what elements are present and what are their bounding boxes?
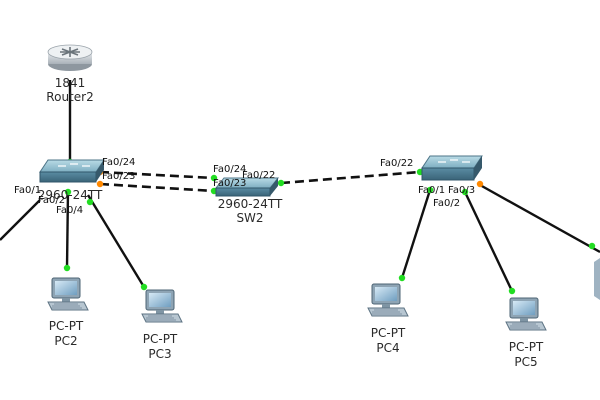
link-sw1-offscreen-left[interactable] (0, 199, 41, 241)
pc2-model-label: PC-PT (49, 319, 84, 333)
router2-name-label: Router2 (46, 90, 93, 104)
pc-icon (505, 297, 547, 331)
pc3-model-label: PC-PT (143, 332, 178, 346)
link-status-dot (86, 198, 94, 206)
port-label: Fa0/23 (213, 178, 246, 189)
link-sw1-sw2-fa23[interactable] (99, 182, 215, 193)
router2-model-label: 1841 (55, 76, 86, 90)
link-status-dot (476, 180, 484, 188)
link-sw1-pc3[interactable] (86, 194, 146, 288)
sw1-device[interactable]: 2960-24TT (38, 159, 105, 202)
pc-icon (47, 277, 89, 311)
link-status-dot (398, 274, 406, 282)
port-label: Fa0/2 (433, 198, 460, 209)
links (0, 80, 600, 292)
port-label: Fa0/22 (380, 158, 413, 169)
switch-icon (39, 159, 105, 183)
sw1-model-label: 2960-24TT (38, 188, 103, 202)
port-label: Fa0/24 (102, 157, 135, 168)
pc5-model-label: PC-PT (509, 340, 544, 354)
pc5-device[interactable]: PC-PT PC5 (505, 297, 547, 369)
link-sw3-offscreen-right[interactable] (479, 183, 600, 254)
link-status-dot (96, 180, 104, 188)
port-label: Fa0/2 (38, 195, 65, 206)
pc3-name-label: PC3 (148, 347, 171, 361)
sw2-name-label: SW2 (236, 211, 263, 225)
pc5-name-label: PC5 (514, 355, 537, 369)
link-sw1-pc2[interactable] (65, 189, 70, 269)
link-status-dot (461, 188, 469, 196)
port-label: Fa0/4 (56, 205, 83, 216)
pc4-device[interactable]: PC-PT PC4 (367, 283, 409, 355)
router-icon (47, 44, 93, 71)
pc4-model-label: PC-PT (371, 326, 406, 340)
link-status-dot (426, 186, 434, 194)
port-label: Fa0/22 (242, 170, 275, 181)
port-label: Fa0/1 (14, 185, 41, 196)
link-sw1-sw2-fa24[interactable] (99, 170, 215, 180)
link-sw3-pc5[interactable] (463, 191, 514, 292)
switch-icon (421, 155, 483, 181)
sw3-device[interactable] (421, 155, 483, 181)
pc2-name-label: PC2 (54, 334, 77, 348)
link-status-dot (63, 264, 71, 272)
switch-icon (214, 177, 280, 197)
link-sw2-sw3-fa22[interactable] (280, 170, 421, 185)
port-label: Fa0/24 (213, 164, 246, 175)
link-status-dot (588, 242, 596, 250)
pc2-device[interactable]: PC-PT PC2 (47, 277, 89, 348)
link-status-dot (140, 283, 148, 291)
port-labels: Fa0/24 Fa0/23 Fa0/1 Fa0/2 Fa0/4 Fa0/24 F… (14, 157, 475, 216)
link-status-dot (64, 188, 72, 196)
link-status-dot (508, 287, 516, 295)
sw2-device[interactable]: 2960-24TT SW2 (214, 177, 283, 225)
router2-device[interactable]: 1841 Router2 (46, 44, 94, 104)
offscreen-device-right[interactable] (594, 258, 600, 300)
pc3-device[interactable]: PC-PT PC3 (141, 289, 183, 361)
link-status-dot (277, 179, 285, 187)
link-sw3-pc4[interactable] (400, 189, 432, 279)
pc-icon (367, 283, 409, 317)
port-label: Fa0/23 (102, 171, 135, 182)
port-label: Fa0/3 (448, 185, 475, 196)
link-status-dot (210, 174, 218, 182)
port-label: Fa0/1 (418, 185, 445, 196)
pc-icon (141, 289, 183, 323)
pc4-name-label: PC4 (376, 341, 399, 355)
sw2-model-label: 2960-24TT (218, 197, 283, 211)
